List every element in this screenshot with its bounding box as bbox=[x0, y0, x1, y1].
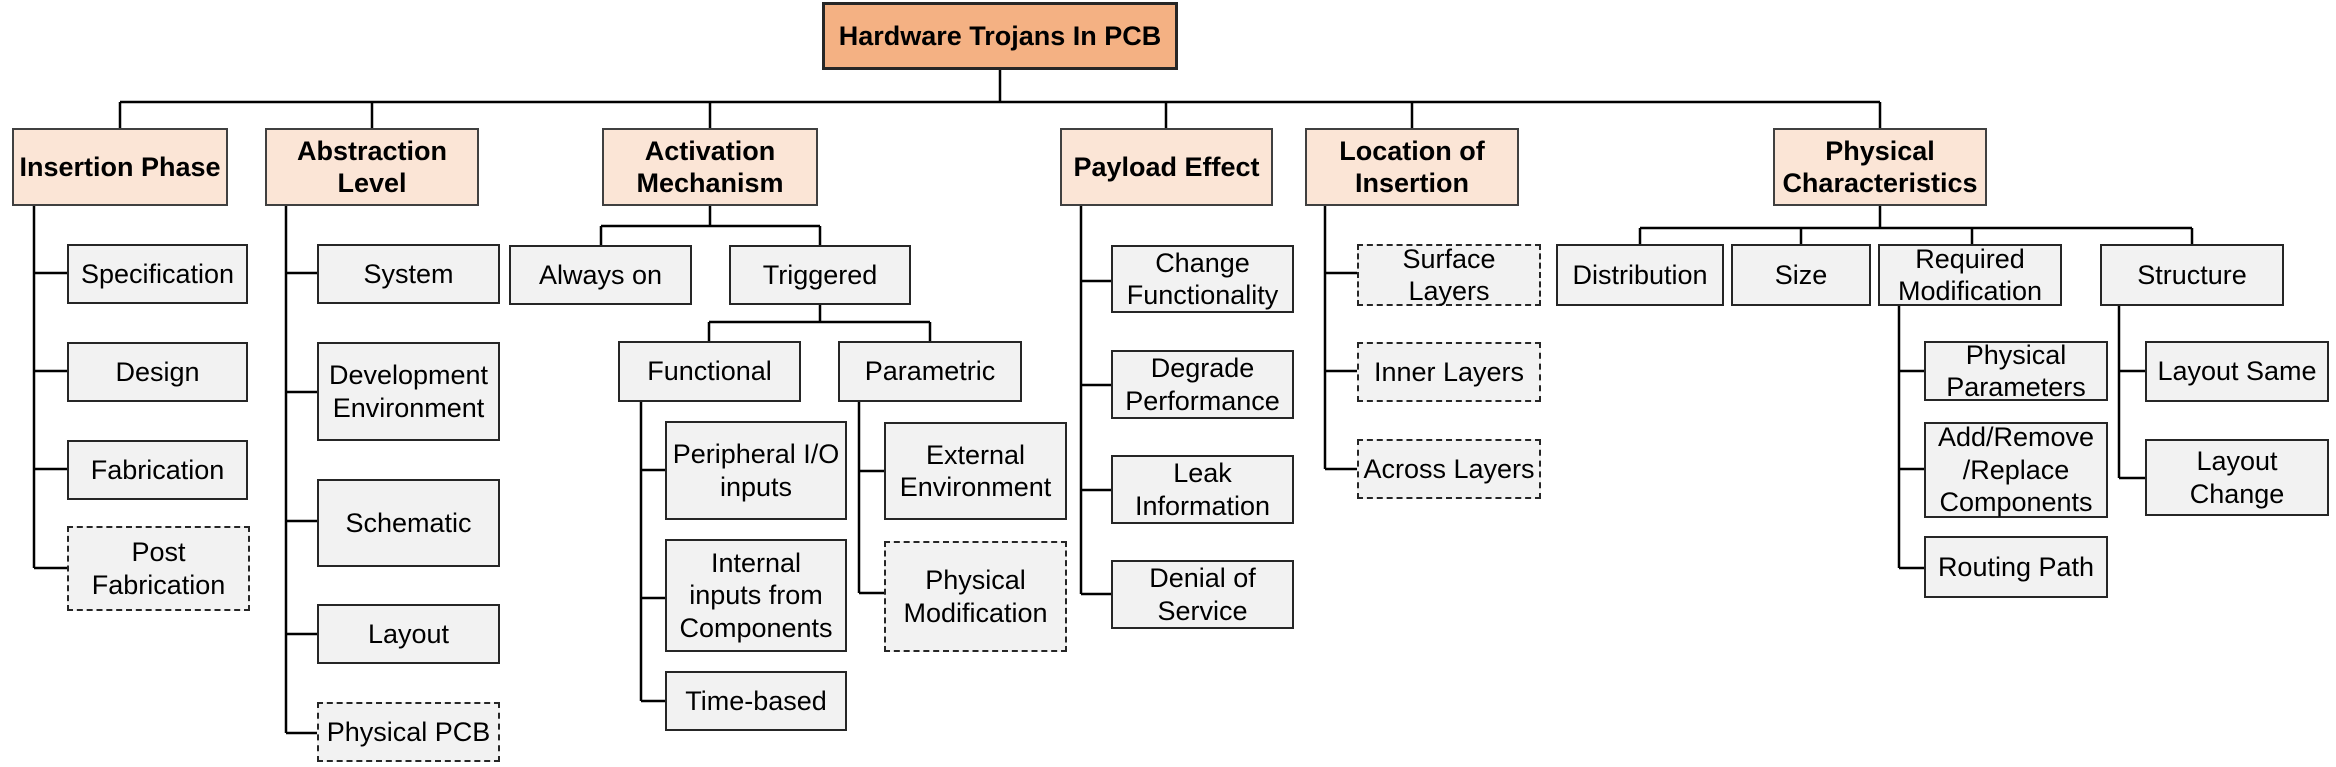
physical-layout-same: Layout Same bbox=[2145, 341, 2329, 402]
connector-activation-mechanism bbox=[599, 205, 822, 246]
connector-insertion-phase bbox=[32, 138, 68, 570]
activation-functional: Functional bbox=[618, 341, 801, 402]
connector-abstraction-level bbox=[284, 138, 318, 735]
physical-routing-path: Routing Path bbox=[1924, 536, 2108, 598]
location-across-layers: Across Layers bbox=[1357, 439, 1541, 499]
connector-location-of-insertion bbox=[1323, 205, 1358, 471]
connector-structure bbox=[2117, 305, 2146, 480]
activation-physical-modification: Physical Modification bbox=[884, 541, 1067, 652]
physical-add-remove-replace-components: Add/Remove /Replace Components bbox=[1924, 422, 2108, 518]
physical-structure: Structure bbox=[2100, 244, 2284, 306]
abstraction-level-development-environment: Development Environment bbox=[317, 342, 500, 441]
activation-parametric: Parametric bbox=[838, 341, 1022, 402]
category-insertion-phase: Insertion Phase bbox=[12, 128, 228, 206]
root-hardware-trojans-in-pcb: Hardware Trojans In PCB bbox=[822, 2, 1178, 70]
connector-physical-characteristics bbox=[1638, 205, 2194, 245]
location-surface-layers: Surface Layers bbox=[1357, 244, 1541, 306]
connector-triggered bbox=[707, 305, 932, 341]
category-payload-effect: Payload Effect bbox=[1060, 128, 1273, 206]
payload-degrade-performance: Degrade Performance bbox=[1111, 350, 1294, 419]
activation-external-environment: External Environment bbox=[884, 422, 1067, 520]
insertion-phase-design: Design bbox=[67, 342, 248, 402]
abstraction-level-physical-pcb: Physical PCB bbox=[317, 702, 500, 762]
category-abstraction-level: Abstraction Level bbox=[265, 128, 479, 206]
abstraction-level-system: System bbox=[317, 244, 500, 304]
physical-required-modification: Required Modification bbox=[1878, 244, 2062, 306]
category-activation-mechanism: Activation Mechanism bbox=[602, 128, 818, 206]
activation-triggered: Triggered bbox=[729, 245, 911, 305]
insertion-phase-fabrication: Fabrication bbox=[67, 440, 248, 500]
connector-parametric bbox=[857, 401, 885, 595]
connector-functional bbox=[639, 401, 666, 703]
physical-layout-change: Layout Change bbox=[2145, 439, 2329, 516]
category-location-of-insertion: Location of Insertion bbox=[1305, 128, 1519, 206]
physical-distribution: Distribution bbox=[1556, 244, 1724, 306]
connector-required-modification bbox=[1897, 305, 1925, 570]
activation-peripheral-io-inputs: Peripheral I/O inputs bbox=[665, 421, 847, 520]
payload-leak-information: Leak Information bbox=[1111, 455, 1294, 524]
location-inner-layers: Inner Layers bbox=[1357, 342, 1541, 402]
activation-internal-inputs-from-components: Internal inputs from Components bbox=[665, 539, 847, 652]
category-physical-characteristics: Physical Characteristics bbox=[1773, 128, 1987, 206]
insertion-phase-specification: Specification bbox=[67, 244, 248, 304]
activation-always-on: Always on bbox=[509, 245, 692, 305]
physical-size: Size bbox=[1731, 244, 1871, 306]
physical-physical-parameters: Physical Parameters bbox=[1924, 340, 2108, 402]
abstraction-level-layout: Layout bbox=[317, 604, 500, 664]
payload-denial-of-service: Denial of Service bbox=[1111, 560, 1294, 629]
abstraction-level-schematic: Schematic bbox=[317, 479, 500, 567]
payload-change-functionality: Change Functionality bbox=[1111, 245, 1294, 313]
connector-payload-effect bbox=[1079, 205, 1112, 596]
connector-root bbox=[118, 48, 1882, 128]
activation-time-based: Time-based bbox=[665, 671, 847, 731]
insertion-phase-post-fabrication: Post Fabrication bbox=[67, 526, 250, 611]
